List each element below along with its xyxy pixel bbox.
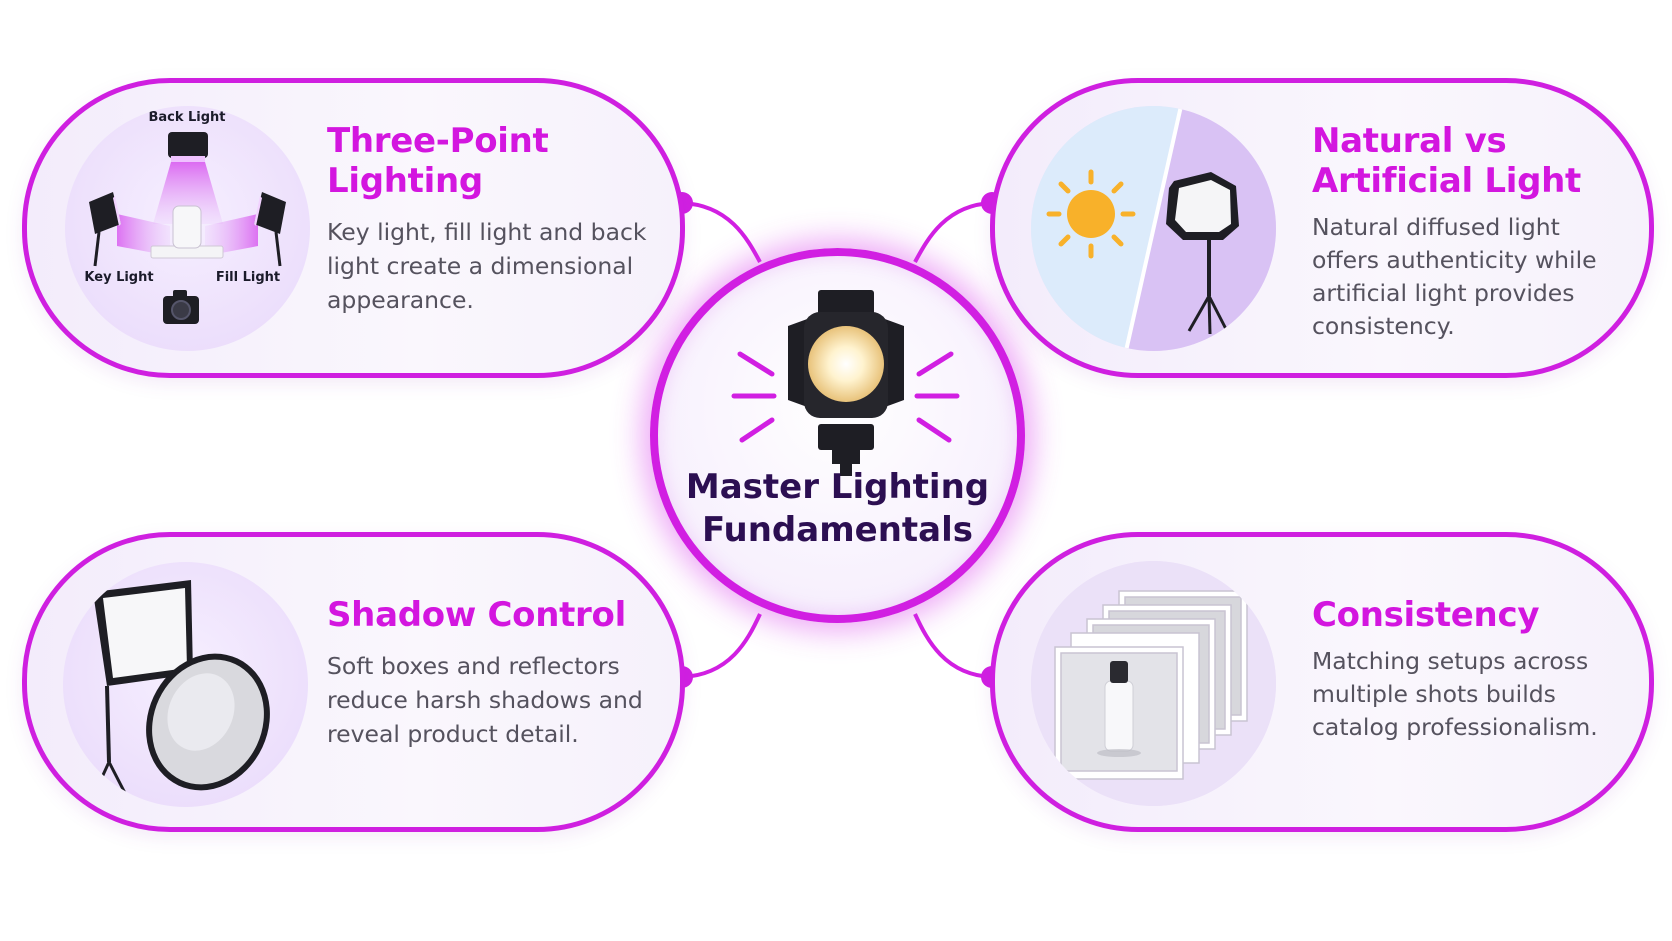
card-natural-vs-artificial-light: Natural vs Artificial Light Natural diff…: [990, 78, 1654, 378]
card-title: Three-Point Lighting: [327, 121, 549, 201]
three-point-lighting-setup-icon: Back Light Key Light Fill Light: [65, 106, 310, 351]
card-title: Shadow Control: [327, 595, 626, 635]
sun-and-softbox-icon: [1031, 106, 1276, 351]
central-topic-title: Master Lighting Fundamentals: [685, 467, 990, 550]
card-description: Matching setups across multiple shots bu…: [1312, 647, 1598, 741]
card-three-point-lighting: Back Light Key Light Fill Light: [22, 78, 685, 378]
card-title: Consistency: [1312, 595, 1540, 635]
stacked-product-photos-icon: [1031, 561, 1276, 806]
central-topic-circle: Master Lighting Fundamentals: [650, 248, 1025, 623]
connector-bottom-left: [681, 613, 762, 679]
card-consistency: Consistency Matching setups across multi…: [990, 532, 1654, 832]
connector-bottom-right: [913, 613, 993, 679]
card-shadow-control: Shadow Control Soft boxes and reflectors…: [22, 532, 685, 832]
sun-icon: [1046, 169, 1136, 259]
spotlight-icon: [731, 290, 960, 476]
card-description: Natural diffused light offers authentici…: [1312, 213, 1597, 340]
softbox-icon: [1166, 172, 1239, 335]
connector-top-left: [681, 201, 762, 263]
card-title: Natural vs Artificial Light: [1312, 121, 1581, 201]
card-description: Soft boxes and reflectors reduce harsh s…: [327, 652, 643, 748]
fill-light-label: Fill Light: [216, 270, 280, 285]
connector-top-right: [913, 201, 993, 263]
card-description: Key light, fill light and back light cre…: [327, 218, 647, 314]
softbox-and-reflector-icon: [63, 562, 308, 807]
key-light-label: Key Light: [84, 270, 153, 285]
back-light-label: Back Light: [148, 110, 225, 125]
